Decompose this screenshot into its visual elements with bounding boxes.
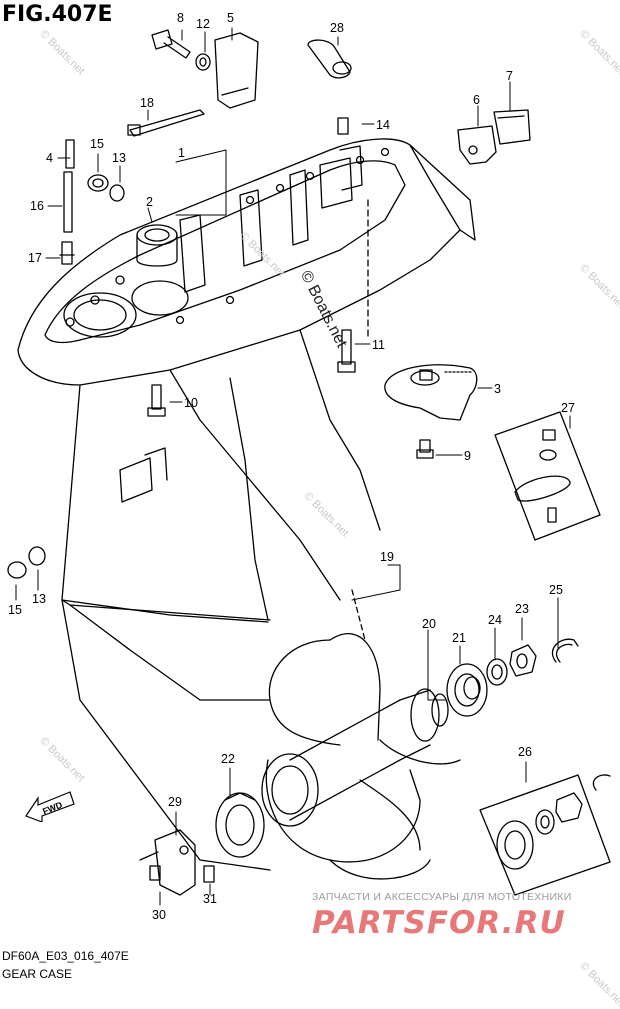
cable-tie-18	[127, 109, 205, 137]
spacer-kit-26	[479, 774, 611, 896]
gasket-13-side	[28, 546, 46, 566]
anode-kit-27	[494, 411, 601, 541]
callout-30: 30	[152, 908, 166, 922]
pin-16	[63, 171, 73, 233]
callout-18: 18	[140, 96, 154, 110]
cotter-pin-25	[551, 638, 579, 663]
diagram-code: DF60A_E03_016_407E	[2, 949, 129, 963]
stud-17	[59, 241, 75, 265]
callout-13-side: 13	[32, 592, 46, 606]
callout-28: 28	[330, 21, 344, 35]
plug-28	[307, 39, 352, 79]
trim-tab-anode	[384, 364, 478, 421]
fitting-29	[139, 829, 196, 896]
screw-31	[203, 865, 215, 883]
promo-brand-logo: PARTSFOR.RU	[312, 905, 566, 941]
plug-15-top	[87, 174, 109, 192]
gear-case-housing	[17, 138, 476, 641]
thrust-washer-21	[446, 663, 488, 717]
washer-12	[195, 53, 211, 71]
callout-15-top: 15	[90, 137, 104, 151]
callout-numbers: 8 12 5 28 7 6 18 14 15 4 13 1 2 16 17 11…	[8, 11, 575, 922]
callout-11: 11	[372, 338, 385, 352]
callout-24: 24	[488, 613, 502, 627]
plug-30	[149, 865, 161, 881]
callout-8: 8	[177, 11, 184, 25]
gasket-13-top	[109, 184, 125, 202]
callout-27: 27	[561, 401, 575, 415]
callout-5: 5	[227, 11, 234, 25]
washer-24	[486, 658, 508, 686]
bolt-8	[151, 29, 191, 59]
nut-23	[509, 644, 537, 677]
thrust-ring-22	[215, 792, 265, 858]
callout-7: 7	[506, 69, 513, 83]
callout-19: 19	[380, 550, 394, 564]
forward-arrow-icon: FWD	[25, 791, 75, 822]
callout-6: 6	[473, 93, 480, 107]
callout-12: 12	[196, 17, 210, 31]
screw-9	[416, 439, 434, 459]
diagram-name: GEAR CASE	[2, 967, 73, 981]
callout-3: 3	[494, 382, 501, 396]
callout-16: 16	[30, 199, 44, 213]
bolt-11	[337, 329, 356, 373]
callout-25: 25	[549, 583, 563, 597]
bracket-5	[214, 32, 259, 109]
plate-6	[457, 125, 497, 165]
callout-4: 4	[46, 151, 53, 165]
callout-31: 31	[203, 892, 217, 906]
leader-lines	[15, 27, 571, 906]
promo-tagline: ЗАПЧАСТИ И АКСЕССУАРЫ ДЛЯ МОТОТЕХНИКИ	[312, 891, 572, 903]
callout-10: 10	[184, 396, 198, 410]
gear-case-exploded-diagram: 8 12 5 28 7 6 18 14 15 4 13 1 2 16 17 11…	[7, 11, 611, 922]
callout-20: 20	[422, 617, 436, 631]
callout-22: 22	[221, 752, 235, 766]
callout-21: 21	[452, 631, 466, 645]
callout-9: 9	[464, 449, 471, 463]
callout-29: 29	[168, 795, 182, 809]
callout-15-side: 15	[8, 603, 22, 617]
callout-26: 26	[518, 745, 532, 759]
stud-4	[65, 139, 75, 169]
callout-17: 17	[28, 251, 42, 265]
callout-14: 14	[376, 118, 390, 132]
bolt-10	[147, 384, 166, 417]
callout-1: 1	[178, 146, 185, 160]
propeller	[261, 633, 461, 880]
plug-15-side	[7, 561, 27, 579]
torpedo-nose	[61, 599, 271, 871]
callout-13-top: 13	[112, 151, 126, 165]
figure-title: FIG.407E	[2, 2, 113, 27]
callout-23: 23	[515, 602, 529, 616]
plate-7	[493, 109, 531, 145]
callout-2: 2	[146, 195, 153, 209]
dowel-14	[337, 117, 349, 135]
